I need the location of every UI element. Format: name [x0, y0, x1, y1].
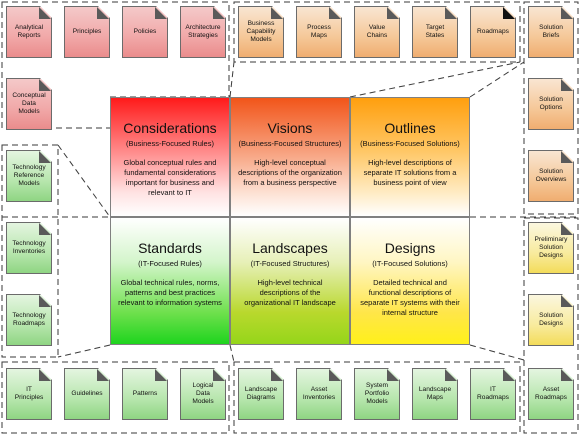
doc-label: Guidelines	[71, 390, 103, 397]
doc-label: Technology Inventories	[12, 240, 46, 255]
cell-landscapes: Landscapes (IT-Focused Structures) High-…	[230, 217, 350, 345]
doc-label: Landscape Maps	[418, 386, 452, 401]
designs-description: Detailed technical and functional descri…	[360, 278, 460, 317]
connector-visions	[229, 61, 235, 98]
considerations-subtitle: (Business-Focused Rules)	[126, 139, 214, 148]
group-visions	[233, 1, 521, 63]
doc-system-portfolio-models[interactable]: System Portfolio Models	[354, 368, 400, 420]
doc-label: Solution Overviews	[535, 168, 567, 183]
doc-label: Process Maps	[307, 24, 331, 39]
doc-technology-inventories[interactable]: Technology Inventories	[6, 222, 52, 274]
doc-label: IT Roadmaps	[477, 386, 509, 401]
group-outlines	[523, 1, 579, 215]
doc-label: Patterns	[132, 390, 158, 397]
visions-subtitle: (Business-Focused Structures)	[238, 139, 342, 148]
visions-title: Visions	[267, 120, 313, 136]
connector-landscapes	[229, 344, 235, 363]
connector-designs	[469, 344, 525, 361]
considerations-title: Considerations	[123, 120, 217, 136]
landscapes-description: High-level technical descriptions of the…	[244, 278, 336, 307]
doc-label: Solution Designs	[539, 312, 563, 327]
doc-landscape-maps[interactable]: Landscape Maps	[412, 368, 458, 420]
outlines-subtitle: (Business-Focused Solutions)	[360, 139, 460, 148]
cell-outlines: Outlines (Business-Focused Solutions) Hi…	[350, 97, 470, 217]
visions-description: High-level conceptual descriptions of th…	[238, 158, 342, 187]
standards-title: Standards	[138, 240, 202, 256]
doc-label: Solution Briefs	[539, 24, 563, 39]
cell-designs: Designs (IT-Focused Solutions) Detailed …	[350, 217, 470, 345]
doc-landscape-diagrams[interactable]: Landscape Diagrams	[238, 368, 284, 420]
doc-solution-overviews[interactable]: Solution Overviews	[528, 150, 574, 202]
doc-preliminary-solution-designs[interactable]: Preliminary Solution Designs	[528, 222, 574, 274]
doc-technology-roadmaps[interactable]: Technology Roadmaps	[6, 294, 52, 346]
doc-solution-options[interactable]: Solution Options	[528, 78, 574, 130]
doc-label: Solution Options	[539, 96, 563, 111]
doc-label: System Portfolio Models	[364, 382, 390, 405]
landscapes-title: Landscapes	[252, 240, 328, 256]
doc-label: Asset Roadmaps	[535, 386, 567, 401]
doc-label: Logical Data Models	[192, 382, 214, 405]
landscapes-subtitle: (IT-Focused Structures)	[250, 259, 330, 268]
doc-policies[interactable]: Policies	[122, 6, 168, 58]
doc-asset-roadmaps[interactable]: Asset Roadmaps	[528, 368, 574, 420]
doc-it-roadmaps[interactable]: IT Roadmaps	[470, 368, 516, 420]
doc-asset-inventories[interactable]: Asset Inventories	[296, 368, 342, 420]
group-considerations	[1, 1, 230, 129]
group-designs	[523, 217, 579, 434]
designs-subtitle: (IT-Focused Solutions)	[372, 259, 448, 268]
doc-label: Landscape Diagrams	[244, 386, 278, 401]
doc-label: Business Capability Models	[246, 20, 276, 43]
doc-solution-briefs[interactable]: Solution Briefs	[528, 6, 574, 58]
doc-conceptual-data-models[interactable]: Conceptual Data Models	[6, 78, 52, 130]
group-standards-bottom	[1, 361, 230, 434]
doc-target-states[interactable]: Target States	[412, 6, 458, 58]
connector-visions-right	[349, 61, 521, 98]
cell-visions: Visions (Business-Focused Structures) Hi…	[230, 97, 350, 217]
outlines-title: Outlines	[384, 120, 436, 136]
doc-logical-data-models[interactable]: Logical Data Models	[180, 368, 226, 420]
doc-it-principles[interactable]: IT Principles	[6, 368, 52, 420]
doc-label: Principles	[72, 28, 102, 35]
doc-architecture-strategies[interactable]: Architecture Strategies	[180, 6, 226, 58]
doc-technology-reference-models[interactable]: Technology Reference Models	[6, 150, 52, 202]
connector-outlines	[469, 61, 525, 98]
outlines-description: High-level descriptions of separate IT s…	[363, 158, 457, 187]
doc-label: Policies	[133, 28, 157, 35]
doc-guidelines[interactable]: Guidelines	[64, 368, 110, 420]
doc-label: IT Principles	[14, 386, 44, 401]
considerations-description: Global conceptual rules and fundamental …	[123, 158, 217, 197]
doc-label: Conceptual Data Models	[12, 92, 46, 115]
doc-label: Preliminary Solution Designs	[534, 236, 568, 259]
standards-description: Global technical rules, norms, patterns …	[118, 278, 222, 307]
group-standards	[1, 144, 59, 358]
standards-subtitle: (IT-Focused Rules)	[138, 259, 202, 268]
designs-title: Designs	[384, 240, 436, 256]
doc-solution-designs[interactable]: Solution Designs	[528, 294, 574, 346]
connector-considerations-left	[57, 144, 111, 218]
cell-considerations: Considerations (Business-Focused Rules) …	[110, 97, 230, 217]
doc-label: Technology Roadmaps	[12, 312, 46, 327]
doc-label: Roadmaps	[477, 28, 509, 35]
doc-label: Value Chains	[366, 24, 388, 39]
doc-label: Analytical Reports	[14, 24, 44, 39]
doc-process-maps[interactable]: Process Maps	[296, 6, 342, 58]
doc-label: Target States	[425, 24, 445, 39]
connector-standards	[57, 344, 111, 358]
doc-roadmaps[interactable]: Roadmaps	[470, 6, 516, 58]
doc-business-capability-models[interactable]: Business Capability Models	[238, 6, 284, 58]
doc-value-chains[interactable]: Value Chains	[354, 6, 400, 58]
doc-patterns[interactable]: Patterns	[122, 368, 168, 420]
group-landscapes	[233, 361, 521, 434]
doc-principles[interactable]: Principles	[64, 6, 110, 58]
doc-label: Asset Inventories	[302, 386, 336, 401]
cell-standards: Standards (IT-Focused Rules) Global tech…	[110, 217, 230, 345]
doc-label: Technology Reference Models	[12, 164, 46, 187]
doc-label: Architecture Strategies	[185, 24, 221, 39]
doc-analytical-reports[interactable]: Analytical Reports	[6, 6, 52, 58]
